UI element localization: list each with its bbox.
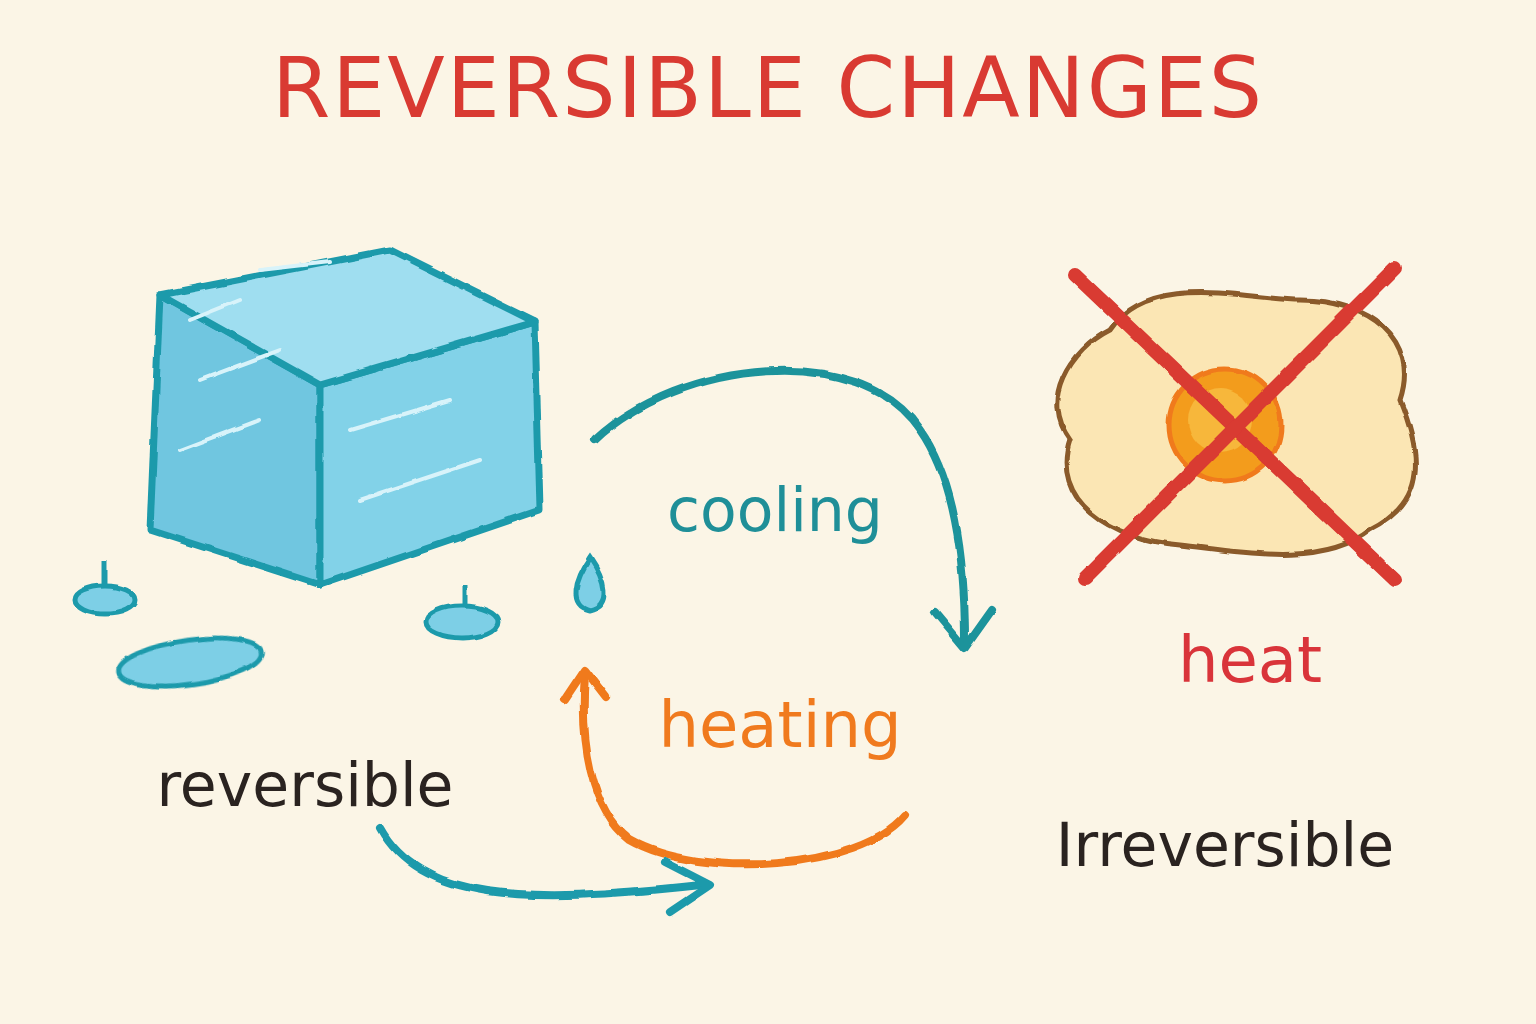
category-label: reversible — [157, 752, 454, 818]
drip-line — [463, 585, 468, 608]
cycle-arrows — [380, 371, 992, 912]
process-label: heat — [1178, 625, 1322, 695]
reversible-arrow — [380, 828, 700, 895]
process-label: heating — [658, 690, 901, 760]
ice-shine — [180, 262, 480, 500]
water-puddle — [75, 586, 135, 614]
arrow-head — [935, 610, 992, 648]
diagram-title: REVERSIBLE CHANGES — [272, 42, 1264, 134]
ice-cube — [150, 250, 540, 585]
water-puddle — [426, 606, 498, 638]
arrow-head — [665, 862, 710, 912]
cube-top-face — [160, 250, 535, 385]
cross-mark — [1075, 268, 1395, 580]
heating-arrow — [584, 675, 905, 864]
cross-stroke — [1085, 268, 1395, 578]
drip-line — [102, 560, 107, 588]
cooling-arrow — [595, 371, 965, 640]
water-drops — [75, 558, 604, 694]
arrow-head — [565, 670, 606, 700]
water-drop — [576, 558, 604, 610]
category-label: Irreversible — [1056, 812, 1394, 878]
process-label: cooling — [667, 477, 883, 543]
water-puddle — [116, 630, 265, 694]
